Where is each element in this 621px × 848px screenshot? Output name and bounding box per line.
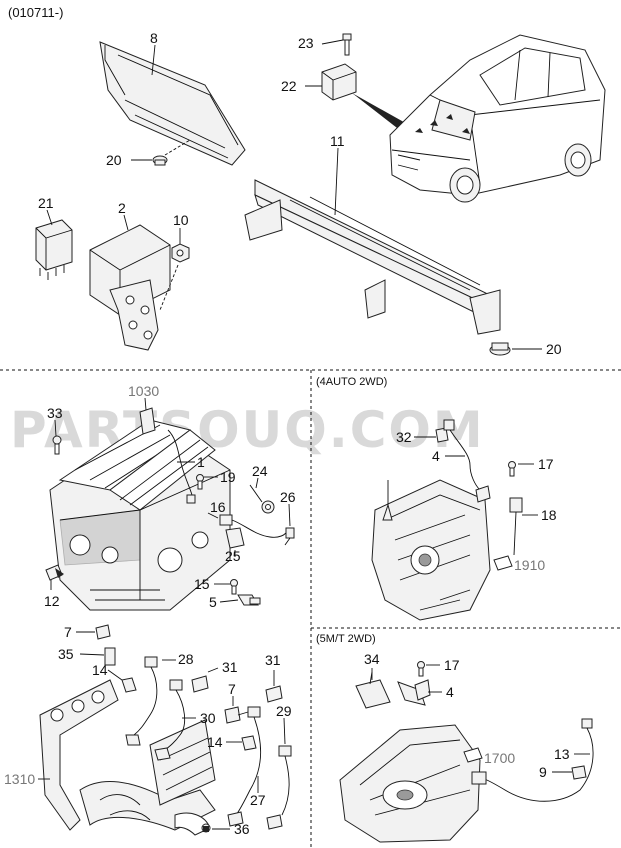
callout-13: 13 [554, 746, 570, 762]
vehicle-van-icon [389, 34, 606, 203]
header-code: (010711-) [8, 5, 63, 20]
bolt-15-part [230, 579, 238, 595]
callout-24: 24 [252, 463, 268, 479]
crash-sensor-part [321, 63, 357, 101]
callout-8: 8 [150, 30, 158, 46]
bolt-17a-part [508, 461, 516, 477]
callout-15: 15 [194, 576, 210, 592]
callout-27: 27 [250, 792, 266, 808]
callout-17-manual: 17 [444, 657, 460, 673]
clip-35-part [104, 647, 116, 666]
callout-23: 23 [298, 35, 314, 51]
callout-26: 26 [280, 489, 296, 505]
callout-1310: 1310 [4, 771, 35, 787]
callout-21: 21 [38, 195, 54, 211]
callout-4-auto: 4 [432, 448, 440, 464]
cable-13-part [471, 718, 594, 802]
clip-14-right-part [241, 735, 257, 751]
callout-1700: 1700 [484, 750, 515, 766]
callout-4-manual: 4 [446, 684, 454, 700]
bolt-17b-part [417, 661, 425, 677]
clip-31-right-part [265, 685, 283, 703]
clip-14-left-part [121, 677, 137, 693]
control-unit-part [89, 224, 171, 351]
callout-31-left: 31 [222, 659, 238, 675]
relay-part [35, 219, 73, 280]
callout-17-auto: 17 [538, 456, 554, 472]
callout-20-top: 20 [106, 152, 122, 168]
transmission-icon [371, 479, 491, 621]
sensor-24-part [249, 484, 275, 514]
long-bracket-part [244, 179, 501, 335]
callout-22: 22 [281, 78, 297, 94]
callout-18: 18 [541, 507, 557, 523]
oxygen-sensor-29-part [235, 706, 292, 830]
sensor-12-part [45, 564, 64, 581]
callout-1: 1 [197, 454, 205, 470]
oxygen-sensor-28-part [125, 656, 158, 746]
sensor-27-part [227, 811, 244, 827]
sensor-5-part [237, 594, 261, 606]
section-label-auto: (4AUTO 2WD) [316, 376, 387, 388]
callout-12: 12 [44, 593, 60, 609]
callout-16: 16 [210, 499, 226, 515]
callout-1030: 1030 [128, 383, 159, 399]
callout-33: 33 [47, 405, 63, 421]
clip-7-right-part [224, 706, 249, 724]
callout-30: 30 [200, 710, 216, 726]
watermark-text: PARTSOUQ.COM [10, 401, 485, 459]
sensor-1030-part [139, 407, 156, 435]
clip-16-part [219, 514, 287, 538]
speed-sensor-4b-part [397, 679, 431, 706]
callout-28: 28 [178, 651, 194, 667]
bolt-23-part [342, 33, 352, 56]
callout-9: 9 [539, 764, 547, 780]
callout-5: 5 [209, 594, 217, 610]
exhaust-manifold-part [39, 679, 216, 836]
callout-10: 10 [173, 212, 189, 228]
callout-34: 34 [364, 651, 380, 667]
callout-31-right: 31 [265, 652, 281, 668]
bolt-36-part [201, 823, 211, 833]
callout-14-right: 14 [207, 734, 223, 750]
callout-29: 29 [276, 703, 292, 719]
callout-32: 32 [396, 429, 412, 445]
part-1910 [493, 555, 513, 571]
callout-19: 19 [220, 469, 236, 485]
callout-36: 36 [234, 821, 250, 837]
manual-transmission-icon [339, 724, 481, 843]
wire-1-part [167, 429, 196, 504]
callout-20-right: 20 [546, 341, 562, 357]
nut-part [171, 243, 190, 263]
bracket-34-part [355, 671, 391, 709]
clip-9-part [571, 765, 587, 780]
bracket-18-part [509, 497, 523, 556]
part-1700 [463, 747, 483, 763]
grommet-part [152, 155, 168, 166]
clip-7-part [95, 624, 111, 640]
callout-7-left: 7 [64, 624, 72, 640]
bracket-25-part [225, 527, 245, 549]
clip-31-left-part [191, 675, 209, 693]
callout-25: 25 [225, 548, 241, 564]
ecu-bracket-part [99, 41, 246, 166]
section-label-manual: (5M/T 2WD) [316, 633, 376, 645]
section-dividers [0, 369, 621, 848]
sensor-26-part [284, 527, 295, 546]
callout-35: 35 [58, 646, 74, 662]
callout-14-left: 14 [92, 662, 108, 678]
callout-11: 11 [330, 133, 345, 149]
bolt-33-part [52, 435, 62, 455]
oxygen-sensor-30-part [154, 679, 186, 761]
speed-sensor-4a-part [443, 419, 491, 503]
clip-32-part [435, 427, 449, 443]
callout-2: 2 [118, 200, 126, 216]
callout-1910: 1910 [514, 557, 545, 573]
callout-7-right: 7 [228, 681, 236, 697]
bolt-19-part [196, 474, 204, 490]
grommet-right-part [489, 342, 511, 356]
